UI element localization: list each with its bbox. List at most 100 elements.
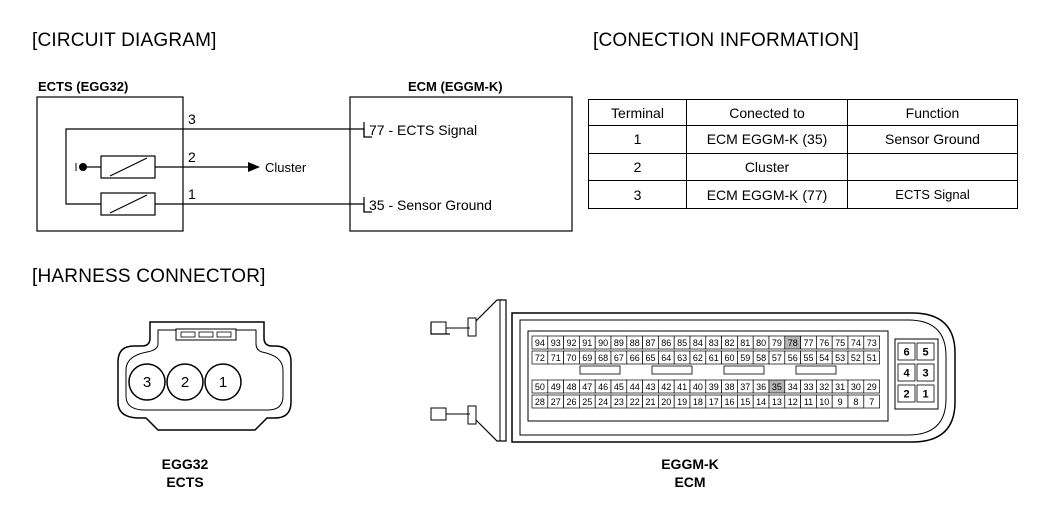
ecm-pin-label: 18: [693, 397, 703, 407]
ecm-small-pin-block: [894, 338, 939, 410]
ecm-connector-caption: EGGM-K ECM: [645, 455, 735, 491]
ecm-pin-label: 61: [709, 353, 719, 363]
ecm-pin-label: 64: [661, 353, 671, 363]
ecm-small-pin-cell: [897, 384, 916, 403]
ecm-pin-label: 25: [582, 397, 592, 407]
table-row: 3 ECM EGGM-K (77) ECTS Signal: [588, 180, 1018, 209]
ecm-pin-label: 17: [709, 397, 719, 407]
table-row: 2 Cluster: [588, 152, 1018, 182]
ecm-pin-label: 56: [788, 353, 798, 363]
ects-connector-caption: EGG32 ECTS: [145, 455, 225, 491]
ects-pin-3: [128, 363, 166, 401]
pin-number-1: 1: [188, 186, 196, 202]
ecm-pin-label: 78: [788, 338, 798, 348]
ecm-pin-label: 26: [566, 397, 576, 407]
ects-connector-body: [117, 321, 292, 431]
ecm-pin-label: 45: [614, 382, 624, 392]
ecm-pin-label: 29: [867, 382, 877, 392]
ecm-pin-label: 55: [803, 353, 813, 363]
column-header-function: Function: [847, 99, 1018, 126]
ecm-pin-label: 32: [819, 382, 829, 392]
ecm-pin-label: 14: [756, 397, 766, 407]
ecm-small-pin-cell: [897, 342, 916, 361]
table-cell: Sensor Ground: [847, 125, 1018, 154]
wire-pin3-ects-signal: [65, 128, 372, 205]
ecm-small-pin-cell: [916, 342, 935, 361]
table-cell: [847, 152, 1018, 182]
table-cell: ECTS Signal: [847, 180, 1018, 209]
ecm-pin-label: 7: [869, 397, 874, 407]
probe-icon: [79, 163, 87, 171]
ecm-pin-cell: [863, 335, 880, 350]
ects-pin-label: 3: [143, 374, 151, 391]
ecm-pin-label: 31: [835, 382, 845, 392]
ecm-small-pin-cell: [916, 363, 935, 382]
ecm-pin-label: 90: [598, 338, 608, 348]
ecm-pin-label: 30: [851, 382, 861, 392]
ecm-ear-tab: [467, 405, 477, 425]
ecm-mount-ear-top-box: [430, 321, 447, 335]
ecm-pin-label: 38: [724, 382, 734, 392]
ecm-pin-label: 77: [803, 338, 813, 348]
cluster-arrow-icon: [248, 162, 260, 172]
ecm-key-tab: [795, 365, 837, 375]
ecm-pin-label: 28: [535, 397, 545, 407]
ects-pin-label: 1: [219, 374, 227, 391]
pin-number-3: 3: [188, 111, 196, 127]
ecm-small-pin-label: 6: [903, 347, 909, 359]
ecm-connector-body: [511, 312, 956, 443]
ecm-pin-label: 82: [724, 338, 734, 348]
ecm-pin-label: 44: [630, 382, 640, 392]
latch-slot: [198, 331, 214, 338]
ecm-pin-label: 54: [819, 353, 829, 363]
ecm-pin-label: 86: [661, 338, 671, 348]
ecm-pin-label: 11: [804, 397, 813, 407]
column-header-connected-to: Conected to: [686, 99, 848, 126]
ecm-pin-label: 75: [835, 338, 845, 348]
ecm-pin-label: 68: [598, 353, 608, 363]
ecm-pin-label: 36: [756, 382, 766, 392]
ecm-pin-label: 41: [677, 382, 687, 392]
ecm-key-tab: [723, 365, 765, 375]
ecm-pin-label: 88: [630, 338, 640, 348]
table-cell: Cluster: [686, 152, 848, 182]
pin-number-2: 2: [188, 149, 196, 165]
ecm-small-pin-label: 5: [922, 347, 928, 359]
ecm-pin-label: 67: [614, 353, 624, 363]
ecm-pin-label: 47: [582, 382, 592, 392]
ecm-small-pin-label: 3: [922, 368, 928, 380]
table-row: 1 ECM EGGM-K (35) Sensor Ground: [588, 125, 1018, 154]
connection-information-title: [CONECTION INFORMATION]: [593, 30, 860, 51]
ects-connector-latch: [175, 328, 237, 341]
ecm-pin-label: 46: [598, 382, 608, 392]
ecm-ear-tab: [467, 317, 477, 337]
table-cell: ECM EGGM-K (77): [686, 180, 848, 209]
ecm-pin-label: 92: [566, 338, 576, 348]
ecm-pin-label: 71: [551, 353, 561, 363]
ects-caption-line: ECTS: [166, 474, 204, 490]
ecm-caption-line: EGGM-K: [661, 456, 719, 472]
ecm-small-pin-cell: [897, 363, 916, 382]
ecm-pin-label: 13: [772, 397, 782, 407]
ecm-small-pin-label: 1: [922, 389, 928, 401]
ecm-mount-ear-bottom-box: [430, 407, 447, 421]
ecm-pin-label: 40: [693, 382, 703, 392]
ecm-pin-label: 93: [551, 338, 561, 348]
ecm-pin-label: 23: [614, 397, 624, 407]
table-cell: 1: [588, 125, 687, 154]
ecm-lever: [475, 299, 507, 442]
ecm-pin-label: 91: [582, 338, 592, 348]
ecm-pin-label: 50: [535, 382, 545, 392]
ecm-pin-cell: [863, 394, 880, 409]
ecm-pin-label: 15: [740, 397, 750, 407]
ecm-pin-label: 69: [582, 353, 592, 363]
ecm-pin-label: 76: [819, 338, 829, 348]
ecm-pin-label: 63: [677, 353, 687, 363]
ecm-pin-label: 74: [851, 338, 861, 348]
connection-table: Terminal Conected to Function 1 ECM EGGM…: [588, 99, 1018, 209]
wire-pin1-sensor-ground: [155, 203, 372, 213]
ects-connector-inner: [125, 329, 284, 411]
